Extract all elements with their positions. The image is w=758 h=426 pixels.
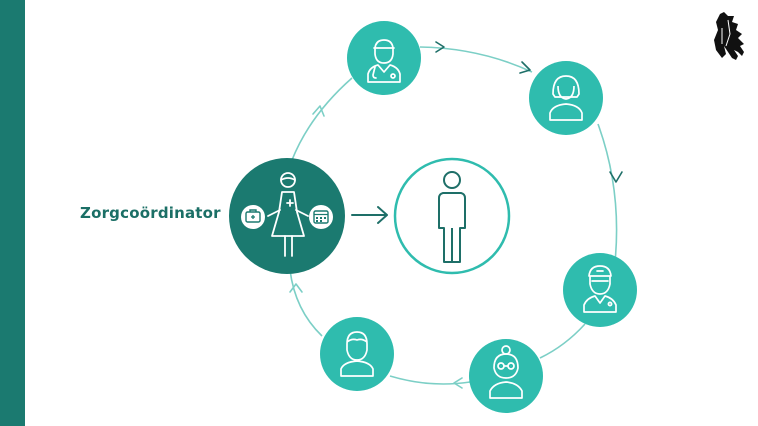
man-node (320, 317, 394, 391)
woman-icon (549, 75, 583, 121)
ring-arrows (289, 41, 623, 389)
elderly-woman-node (469, 339, 543, 413)
ring-segment-surgeon-elderly (539, 323, 586, 359)
arrow-left-bottom (453, 377, 463, 389)
ring-segment-man-coordinator (289, 269, 323, 337)
coordinator-label: Zorgcoördinator (80, 204, 221, 222)
nurse-icon (267, 172, 309, 257)
ring-segment-coordinator-doctor (291, 77, 353, 161)
care-ring (289, 46, 618, 385)
arrow-right-top (519, 61, 531, 74)
coordinator-to-patient-arrow (351, 206, 388, 224)
ring-segment-woman-surgeon (597, 123, 618, 263)
patient-node (393, 157, 511, 275)
doctor-node (347, 21, 421, 95)
flemish-lion-logo (714, 12, 744, 60)
woman-node (529, 61, 603, 135)
doctor-icon (367, 39, 401, 83)
coordinator-node (229, 158, 345, 274)
arrow-to-woman (435, 41, 445, 53)
surgeon-icon (583, 265, 617, 313)
calendar-icon (309, 205, 333, 229)
surgeon-node (563, 253, 637, 327)
arrow-up-left-top (312, 105, 325, 117)
ring-segment-elderly-man (389, 375, 471, 385)
man-icon (340, 331, 374, 377)
patient-icon (438, 171, 466, 263)
left-color-band (0, 0, 25, 426)
medical-kit-icon (241, 205, 265, 229)
arrow-up-left (289, 283, 303, 293)
arrow-down-right (609, 171, 623, 183)
elderly-woman-icon (489, 345, 523, 399)
ring-segment-doctor-woman (419, 46, 533, 73)
